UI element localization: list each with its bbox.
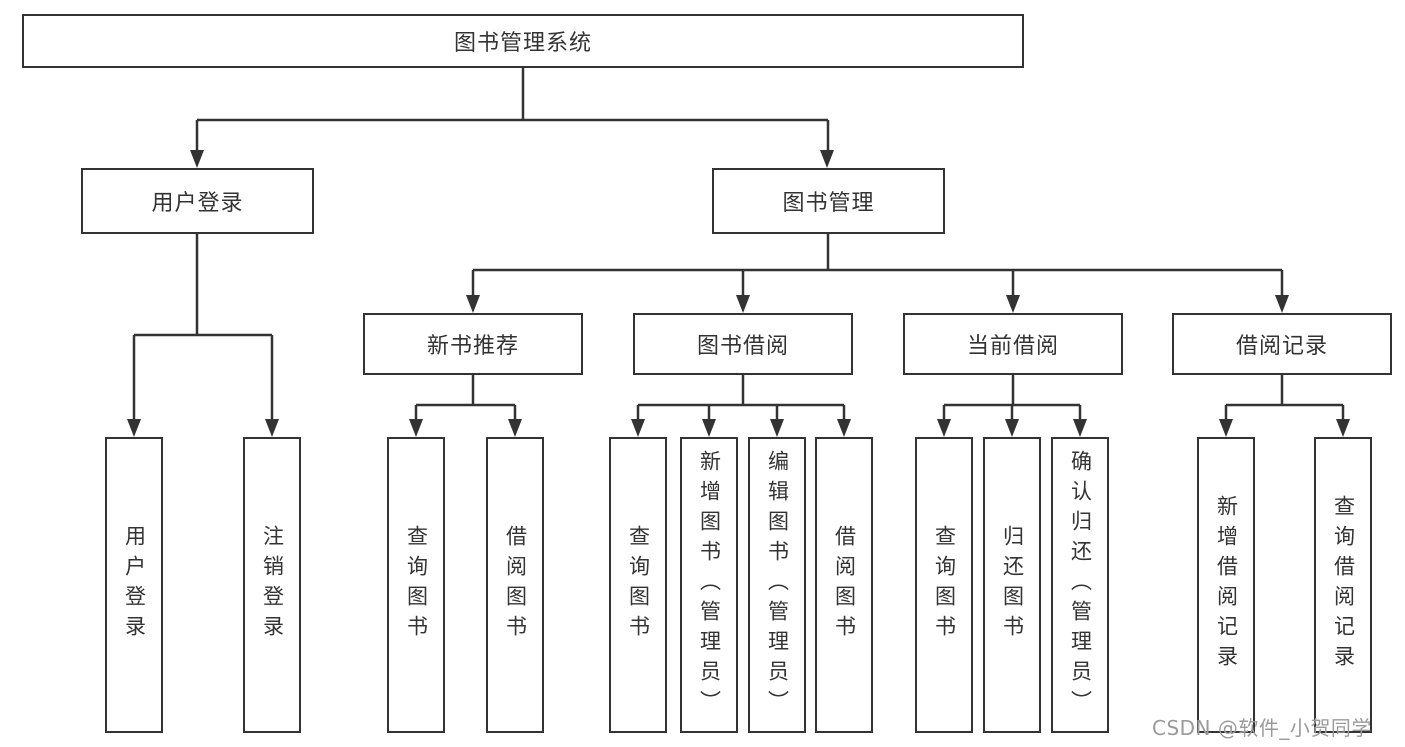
node-label: 借阅图书 (503, 525, 528, 645)
node-label: 借阅图书 (832, 525, 857, 645)
node-label: 确认归还（管理员） (1068, 450, 1093, 720)
leaf-recommend-query-book: 查询图书 (387, 437, 445, 733)
leaf-edit-book-admin: 编辑图书（管理员） (748, 437, 806, 733)
node-label: 查询图书 (404, 525, 429, 645)
leaf-logout: 注销登录 (243, 437, 301, 733)
node-label: 当前借阅 (966, 334, 1059, 359)
node-book-management: 图书管理 (712, 168, 945, 234)
node-borrow-records: 借阅记录 (1172, 313, 1392, 375)
leaf-return-book: 归还图书 (983, 437, 1041, 733)
node-label: 借阅记录 (1235, 334, 1328, 359)
node-label: 新书推荐 (426, 334, 519, 359)
node-label: 归还图书 (1000, 525, 1025, 645)
leaf-borrow-query-book: 查询图书 (609, 437, 667, 733)
node-label: 图书借阅 (696, 334, 789, 359)
node-label: 查询借阅记录 (1331, 495, 1356, 675)
node-label: 编辑图书（管理员） (765, 450, 790, 720)
leaf-borrow-book: 借阅图书 (815, 437, 873, 733)
node-label: 用户登录 (151, 191, 244, 216)
node-new-book-recommend: 新书推荐 (363, 313, 583, 375)
node-book-borrow: 图书借阅 (633, 313, 853, 375)
node-root: 图书管理系统 (22, 14, 1024, 68)
leaf-add-borrow-record: 新增借阅记录 (1197, 437, 1255, 733)
node-label: 注销登录 (260, 525, 285, 645)
node-label: 用户登录 (122, 525, 147, 645)
leaf-add-book-admin: 新增图书（管理员） (680, 437, 738, 733)
node-label: 查询图书 (626, 525, 651, 645)
node-label: 新增图书（管理员） (697, 450, 722, 720)
leaf-query-borrow-record: 查询借阅记录 (1314, 437, 1372, 733)
leaf-current-query-book: 查询图书 (915, 437, 973, 733)
leaf-confirm-return-admin: 确认归还（管理员） (1051, 437, 1109, 733)
leaf-user-login: 用户登录 (105, 437, 163, 733)
node-label: 查询图书 (932, 525, 957, 645)
csdn-watermark: CSDN @软件_小贺同学 (1152, 716, 1372, 740)
node-current-borrow: 当前借阅 (903, 313, 1123, 375)
leaf-recommend-borrow-book: 借阅图书 (486, 437, 544, 733)
node-label: 新增借阅记录 (1214, 495, 1239, 675)
node-label: 图书管理 (782, 191, 875, 216)
node-user-login: 用户登录 (81, 168, 314, 234)
node-label: 图书管理系统 (453, 31, 592, 56)
